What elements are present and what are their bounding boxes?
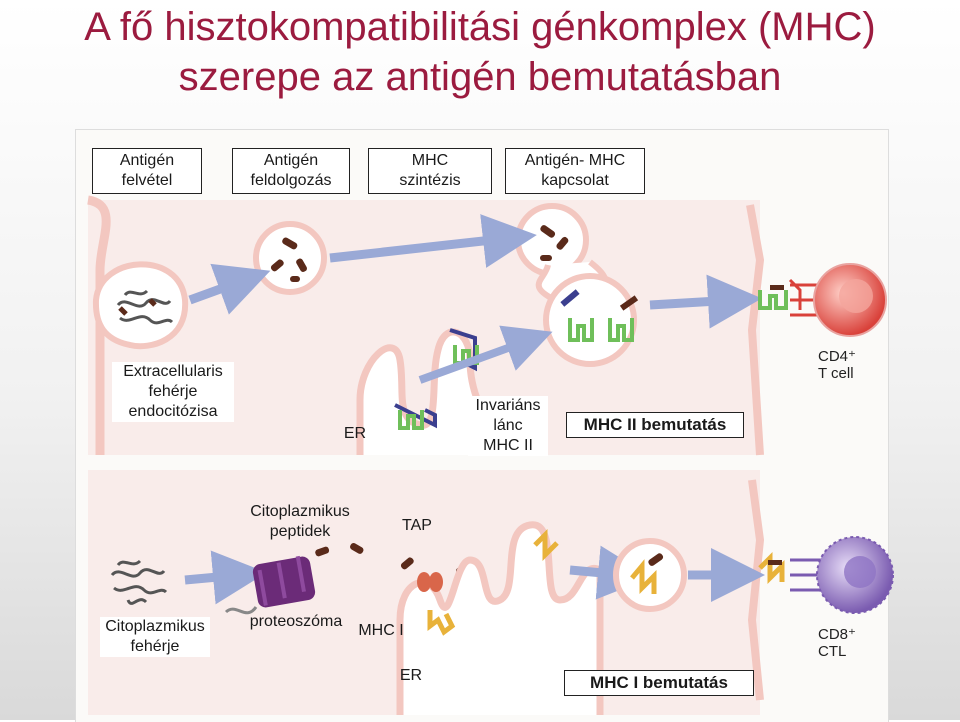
- membrane-edge-top: [86, 195, 111, 455]
- processing-vesicle: [253, 221, 327, 295]
- label-proteasome: proteoszóma: [249, 613, 343, 630]
- step-2-line-2: feldolgozás: [250, 172, 332, 189]
- proteasome: [224, 555, 316, 615]
- label-cyto-peptides: Citoplazmikus peptidek: [240, 502, 360, 542]
- arrow-2: [329, 214, 537, 268]
- arrow-4: [649, 274, 762, 329]
- step-1-line-2: felvétel: [121, 172, 173, 189]
- extracellular-line-3: endocitózisa: [128, 403, 218, 420]
- step-mhc-synthesis: MHC szintézis: [368, 148, 492, 194]
- step-2-line-1: Antigén: [263, 152, 319, 169]
- invariant-line-1: Invariáns: [475, 397, 541, 414]
- label-cd4-t-cell: CD4⁺ T cell: [818, 348, 878, 382]
- label-er-bottom: ER: [399, 667, 423, 684]
- arrow-5: [184, 550, 267, 605]
- step-3-line-1: MHC: [411, 152, 449, 169]
- arrow-3: [418, 325, 553, 384]
- membrane-right-bottom: [747, 479, 765, 701]
- label-invariant-chain: Invariáns lánc MHC II: [468, 396, 548, 456]
- label-mhc1-presentation: MHC I bemutatás: [564, 670, 754, 696]
- page-title: A fő hisztokompatibilitási génkomplex (M…: [0, 2, 960, 102]
- cd4-line-2: T cell: [818, 365, 854, 382]
- cd4-line-1: CD4⁺: [818, 348, 856, 365]
- cyto-peptides-line-1: Citoplazmikus: [250, 503, 350, 520]
- step-4-line-2: kapcsolat: [541, 172, 609, 189]
- step-4-line-1: Antigén- MHC: [524, 152, 626, 169]
- label-tap: TAP: [402, 517, 432, 534]
- cyto-protein-line-1: Citoplazmikus: [105, 618, 205, 635]
- cd8-line-2: CTL: [818, 643, 847, 660]
- extracellular-line-2: fehérje: [148, 383, 198, 400]
- step-1-line-1: Antigén: [119, 152, 175, 169]
- title-line-2: szerepe az antigén bemutatásban: [178, 55, 782, 99]
- label-cd8-ctl: CD8⁺ CTL: [818, 626, 878, 660]
- label-cyto-protein: Citoplazmikus fehérje: [100, 617, 210, 657]
- invariant-line-2: lánc: [493, 417, 523, 434]
- peptides: [315, 543, 466, 579]
- endocytic-vesicle: [92, 261, 189, 350]
- title-line-1: A fő hisztokompatibilitási génkomplex (M…: [84, 5, 876, 49]
- invariant-line-3: MHC II: [483, 437, 533, 454]
- step-antigen-uptake: Antigén felvétel: [92, 148, 202, 194]
- label-mhc2-presentation: MHC II bemutatás: [566, 412, 744, 438]
- cyto-protein-line-2: fehérje: [130, 638, 180, 655]
- er-bottom: [396, 521, 604, 715]
- step-antigen-processing: Antigén feldolgozás: [232, 148, 350, 194]
- extracellular-line-1: Extracellularis: [123, 363, 223, 380]
- cyto-peptides-line-2: peptidek: [269, 523, 331, 540]
- cd8-line-1: CD8⁺: [818, 626, 856, 643]
- label-er-top: ER: [343, 425, 367, 442]
- cyto-protein-coil: [110, 559, 168, 605]
- step-antigen-mhc-binding: Antigén- MHC kapcsolat: [505, 148, 645, 194]
- exocytic-vesicle: [613, 538, 687, 612]
- arrow-1: [188, 263, 271, 315]
- label-extracellular-endocytosis: Extracellularis fehérje endocitózisa: [112, 362, 234, 422]
- label-mhc1: MHC I: [358, 622, 404, 639]
- step-3-line-2: szintézis: [399, 172, 461, 189]
